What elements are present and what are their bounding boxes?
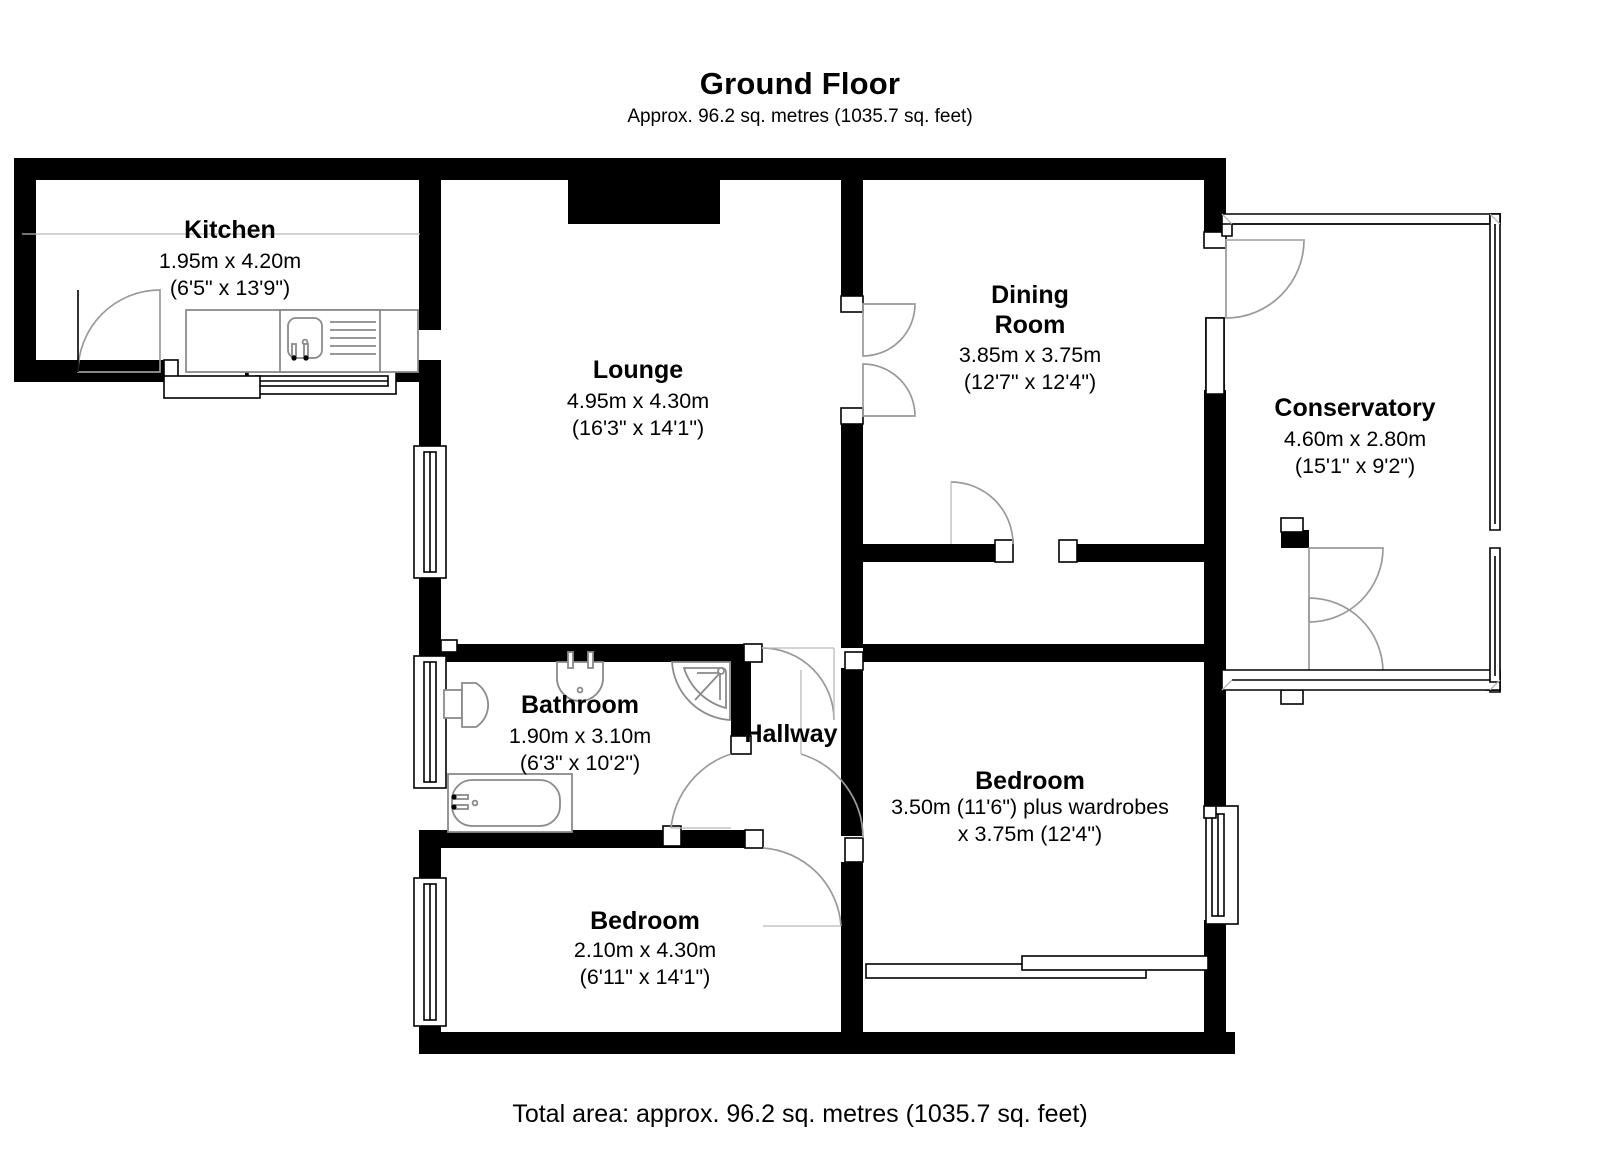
page-title: Ground Floor — [699, 66, 901, 101]
wardrobe-sliding-doors — [865, 955, 1209, 979]
room-label-bedroom-second: Bedroom 2.10m x 4.30m (6'11" x 14'1") — [574, 907, 716, 989]
door-bedroom-main — [800, 651, 864, 863]
window-bedroom-second-left — [413, 877, 447, 1027]
room-label-bathroom: Bathroom 1.90m x 3.10m (6'3" x 10'2") — [509, 691, 651, 775]
dining-name-line2: Room — [995, 311, 1066, 339]
room-label-bedroom-main: Bedroom 3.50m (11'6") plus wardrobes x 3… — [891, 767, 1169, 846]
conservatory-dim-metric: 4.60m x 2.80m — [1284, 427, 1426, 451]
door-bathroom — [662, 735, 752, 847]
door-dining-hall — [950, 481, 1078, 563]
bedroom-main-name: Bedroom — [975, 767, 1085, 795]
conservatory-glazing-left — [1205, 317, 1225, 395]
conservatory-glazing-top — [1221, 213, 1501, 237]
door-lounge-dining-double — [840, 295, 916, 425]
room-label-conservatory: Conservatory 4.60m x 2.80m (15'1" x 9'2"… — [1274, 394, 1435, 478]
conservatory-structure — [1205, 213, 1501, 693]
door-jambs — [440, 639, 1217, 819]
basin-icon — [556, 651, 604, 702]
bathroom-fixtures — [443, 651, 731, 833]
conservatory-glazing-bottom — [1221, 669, 1501, 691]
kitchen-fixtures — [22, 233, 420, 373]
room-label-dining-room: Dining Room 3.85m x 3.75m (12'7" x 12'4"… — [959, 281, 1101, 394]
toilet-icon — [443, 682, 489, 728]
door-group — [77, 231, 1384, 927]
room-label-hallway: Hallway — [744, 720, 837, 748]
kitchen-dim-imperial: (6'5" x 13'9") — [170, 276, 290, 300]
door-dining-conservatory — [1203, 231, 1305, 319]
bedroom-main-dim-metric: 3.50m (11'6") plus wardrobes — [891, 795, 1169, 819]
bathroom-dim-imperial: (6'3" x 10'2") — [520, 751, 640, 775]
window-lounge-left — [413, 445, 447, 579]
door-kitchen-external — [77, 289, 261, 399]
conservatory-glazing-right-vert-lower — [1489, 547, 1501, 683]
conservatory-glazing-right-upper — [1489, 213, 1501, 531]
lounge-dim-imperial: (16'3" x 14'1") — [572, 416, 704, 440]
hallway-name: Hallway — [744, 720, 837, 748]
shower-icon — [671, 661, 731, 721]
dining-name-line1: Dining — [991, 281, 1069, 309]
lounge-name: Lounge — [593, 356, 683, 384]
bedroom-second-dim-metric: 2.10m x 4.30m — [574, 938, 716, 962]
page-subtitle: Approx. 96.2 sq. metres (1035.7 sq. feet… — [627, 106, 973, 127]
kitchen-dim-metric: 1.95m x 4.20m — [159, 249, 301, 273]
conservatory-dim-imperial: (15'1" x 9'2") — [1295, 454, 1415, 478]
window-bathroom-left — [413, 655, 447, 789]
room-label-lounge: Lounge 4.95m x 4.30m (16'3" x 14'1") — [567, 356, 709, 440]
bedroom-second-name: Bedroom — [590, 907, 700, 935]
bedroom-main-dim-imperial: x 3.75m (12'4") — [958, 822, 1102, 846]
bath-icon — [447, 773, 573, 833]
conservatory-name: Conservatory — [1274, 394, 1435, 422]
dining-dim-imperial: (12'7" x 12'4") — [964, 370, 1096, 394]
dining-dim-metric: 3.85m x 3.75m — [959, 343, 1101, 367]
bedroom-second-dim-imperial: (6'11" x 14'1") — [580, 965, 711, 989]
kitchen-name: Kitchen — [184, 216, 276, 244]
lounge-dim-metric: 4.95m x 4.30m — [567, 389, 709, 413]
window-bedroom-main-right — [1205, 805, 1239, 925]
total-area-text: Total area: approx. 96.2 sq. metres (103… — [512, 1100, 1088, 1128]
door-bedroom-second — [744, 829, 842, 927]
bathroom-dim-metric: 1.90m x 3.10m — [509, 724, 651, 748]
room-label-kitchen: Kitchen 1.95m x 4.20m (6'5" x 13'9") — [159, 216, 301, 300]
door-hall-lounge — [743, 643, 835, 721]
bathroom-name: Bathroom — [521, 691, 639, 719]
